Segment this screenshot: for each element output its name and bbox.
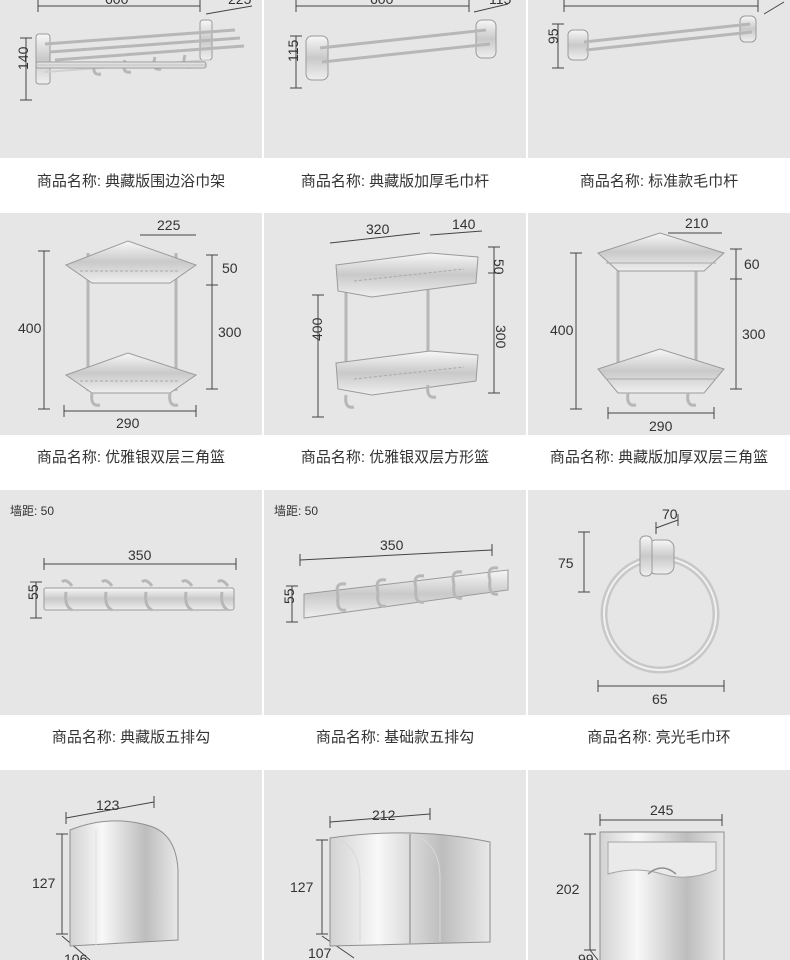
svg-text:140: 140 — [15, 46, 31, 70]
svg-text:99: 99 — [578, 951, 594, 960]
svg-text:600: 600 — [105, 0, 129, 7]
product-card[interactable]: 墙距: 50 350 55 商品名称: 基础款五排勾 — [264, 490, 526, 768]
svg-text:107: 107 — [308, 945, 332, 960]
product-caption: 商品名称: 典藏版五排勾 — [51, 729, 211, 746]
svg-text:115: 115 — [489, 0, 512, 7]
svg-text:225: 225 — [228, 0, 252, 7]
svg-text:300: 300 — [493, 325, 509, 349]
svg-text:300: 300 — [742, 326, 766, 342]
flat-tissue-box-icon: 245 202 99 — [556, 802, 725, 960]
svg-text:320: 320 — [366, 221, 390, 237]
corner-basket-icon: 225 400 50 300 290 — [18, 217, 242, 431]
svg-text:60: 60 — [744, 256, 760, 272]
svg-text:212: 212 — [372, 807, 396, 823]
svg-text:140: 140 — [452, 216, 476, 232]
product-caption: 商品名称: 典藏版围边浴巾架 — [36, 173, 226, 190]
product-image: 320 140 400 50 300 — [264, 213, 526, 435]
product-card[interactable]: 70 75 65 商品名称: 亮光毛巾环 — [528, 490, 790, 768]
product-card[interactable]: 245 202 99 — [528, 770, 790, 960]
svg-text:95: 95 — [545, 28, 561, 44]
svg-text:75: 75 — [558, 555, 574, 571]
product-image: 墙距: 50 350 55 — [264, 490, 526, 715]
product-image: 123 127 106 — [0, 770, 262, 960]
svg-text:400: 400 — [309, 317, 325, 341]
product-image: 245 202 99 — [528, 770, 790, 960]
svg-text:123: 123 — [96, 797, 120, 813]
product-caption: 商品名称: 典藏版加厚毛巾杆 — [300, 173, 490, 190]
svg-text:127: 127 — [290, 879, 314, 895]
svg-text:55: 55 — [281, 588, 297, 604]
product-caption: 商品名称: 亮光毛巾环 — [587, 729, 731, 746]
product-card[interactable]: 225 400 50 300 290 商品名称: 优雅银双层三角篮 — [0, 213, 262, 488]
svg-text:245: 245 — [650, 802, 674, 818]
towel-bar-icon: 95 — [545, 0, 785, 69]
svg-text:65: 65 — [652, 691, 668, 707]
wall-distance-label: 墙距: 50 — [10, 504, 55, 518]
product-image: 225 400 50 300 290 — [0, 213, 262, 435]
hook-rail-icon: 350 55 — [281, 537, 509, 623]
product-card[interactable]: 600 225 140 商品名称: 典藏版围边浴巾架 — [0, 0, 262, 211]
towel-ring-icon: 70 75 65 — [558, 506, 725, 707]
svg-text:290: 290 — [649, 418, 673, 434]
svg-text:350: 350 — [380, 537, 404, 553]
double-towel-bar-icon: 600 115 115 — [285, 0, 512, 89]
product-image: 600 225 140 — [0, 0, 262, 158]
product-image: 210 400 60 300 290 — [528, 213, 790, 435]
product-image: 600 115 115 — [264, 0, 526, 158]
svg-text:115: 115 — [285, 39, 301, 62]
product-image: 212 127 107 — [264, 770, 526, 960]
product-card[interactable]: 210 400 60 300 290 商品名称: 典藏版加厚双层三角篮 — [528, 213, 790, 488]
product-image: 95 — [528, 0, 790, 158]
svg-text:210: 210 — [685, 215, 709, 231]
square-basket-icon: 320 140 400 50 300 — [309, 216, 509, 418]
product-caption: 商品名称: 优雅银双层方形篮 — [300, 449, 490, 466]
product-image: 70 75 65 — [528, 490, 790, 715]
svg-text:400: 400 — [18, 320, 42, 336]
product-card[interactable]: 123 127 106 — [0, 770, 262, 960]
svg-text:400: 400 — [550, 322, 574, 338]
tissue-box-icon: 123 127 106 — [32, 796, 179, 960]
product-card[interactable]: 95 商品名称: 标准款毛巾杆 — [528, 0, 790, 211]
svg-text:290: 290 — [116, 415, 140, 431]
svg-text:300: 300 — [218, 324, 242, 340]
product-caption: 商品名称: 基础款五排勾 — [315, 729, 475, 746]
product-card[interactable]: 墙距: 50 350 55 商品名称: 典藏版五排勾 — [0, 490, 262, 768]
product-card[interactable]: 320 140 400 50 300 商品名称: 优雅银双层方形篮 — [264, 213, 526, 488]
svg-text:70: 70 — [662, 506, 678, 522]
product-card[interactable]: 600 115 115 商品名称: 典藏版加厚毛巾杆 — [264, 0, 526, 211]
svg-text:600: 600 — [370, 0, 394, 7]
product-caption: 商品名称: 典藏版加厚双层三角篮 — [549, 449, 769, 466]
product-card[interactable]: 212 127 107 — [264, 770, 526, 960]
product-image: 墙距: 50 350 55 — [0, 490, 262, 715]
svg-text:50: 50 — [222, 260, 238, 276]
product-caption: 商品名称: 标准款毛巾杆 — [579, 173, 739, 190]
svg-text:50: 50 — [491, 259, 507, 275]
svg-text:106: 106 — [64, 951, 88, 960]
svg-text:225: 225 — [157, 217, 181, 233]
corner-basket-icon: 210 400 60 300 290 — [550, 215, 766, 434]
svg-text:350: 350 — [128, 547, 152, 563]
product-caption: 商品名称: 优雅银双层三角篮 — [36, 449, 226, 466]
double-tissue-box-icon: 212 127 107 — [290, 807, 491, 960]
towel-shelf-icon: 600 225 140 — [15, 0, 253, 101]
wall-distance-label: 墙距: 50 — [274, 504, 319, 518]
svg-text:202: 202 — [556, 881, 580, 897]
hook-rail-icon: 350 55 — [25, 547, 237, 619]
svg-text:127: 127 — [32, 875, 56, 891]
svg-text:55: 55 — [25, 584, 41, 600]
